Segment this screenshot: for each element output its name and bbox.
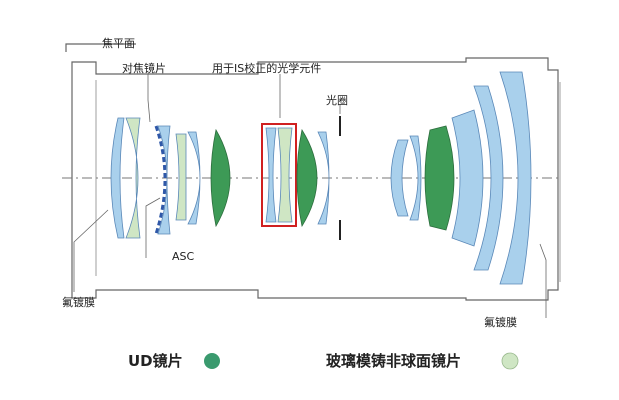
focal-plane-bracket: [65, 43, 136, 52]
lens-element-4: [175, 133, 187, 221]
legend-aspheric-swatch: [501, 352, 519, 370]
lens-element-12: [409, 135, 422, 221]
legend-ud-label: UD镜片: [128, 352, 183, 370]
label-focal-plane: 焦平面: [102, 37, 135, 50]
fluorine-left-leader: [73, 209, 109, 292]
lens-element-15: [473, 85, 504, 271]
lens-element-3: [157, 125, 171, 235]
legend-ud-swatch: [204, 353, 220, 369]
fluorine-right-leader: [539, 243, 547, 318]
lens-element-9: [296, 128, 318, 228]
lens-element-10: [317, 131, 330, 225]
legend-aspheric-label: 玻璃模铸非球面镜片: [326, 352, 461, 370]
label-focus-lens: 对焦镜片: [122, 61, 166, 75]
is-lens-box: [261, 123, 297, 227]
lens-element-14: [451, 109, 484, 247]
label-fluorine-right: 氟镀膜: [484, 315, 517, 329]
asc-coating: [154, 125, 167, 235]
lens-element-8: [277, 127, 293, 223]
label-is-lens: 用于IS校正的光学元件: [212, 61, 321, 75]
label-aperture: 光圈: [326, 93, 348, 107]
lens-element-5: [187, 131, 201, 225]
lens-element-1: [110, 117, 125, 239]
lens-barrel-outline: [71, 57, 559, 301]
focus-lens-leader: [147, 74, 151, 123]
lens-element-11: [390, 139, 409, 217]
label-asc: ASC: [172, 250, 195, 263]
lens-element-6: [210, 128, 231, 228]
lens-element-7: [265, 127, 277, 223]
label-fluorine-left: 氟镀膜: [62, 295, 95, 309]
asc-leader: [145, 197, 161, 258]
lens-element-13: [424, 125, 455, 231]
lens-element-16: [499, 71, 532, 285]
lens-element-2: [125, 117, 141, 239]
